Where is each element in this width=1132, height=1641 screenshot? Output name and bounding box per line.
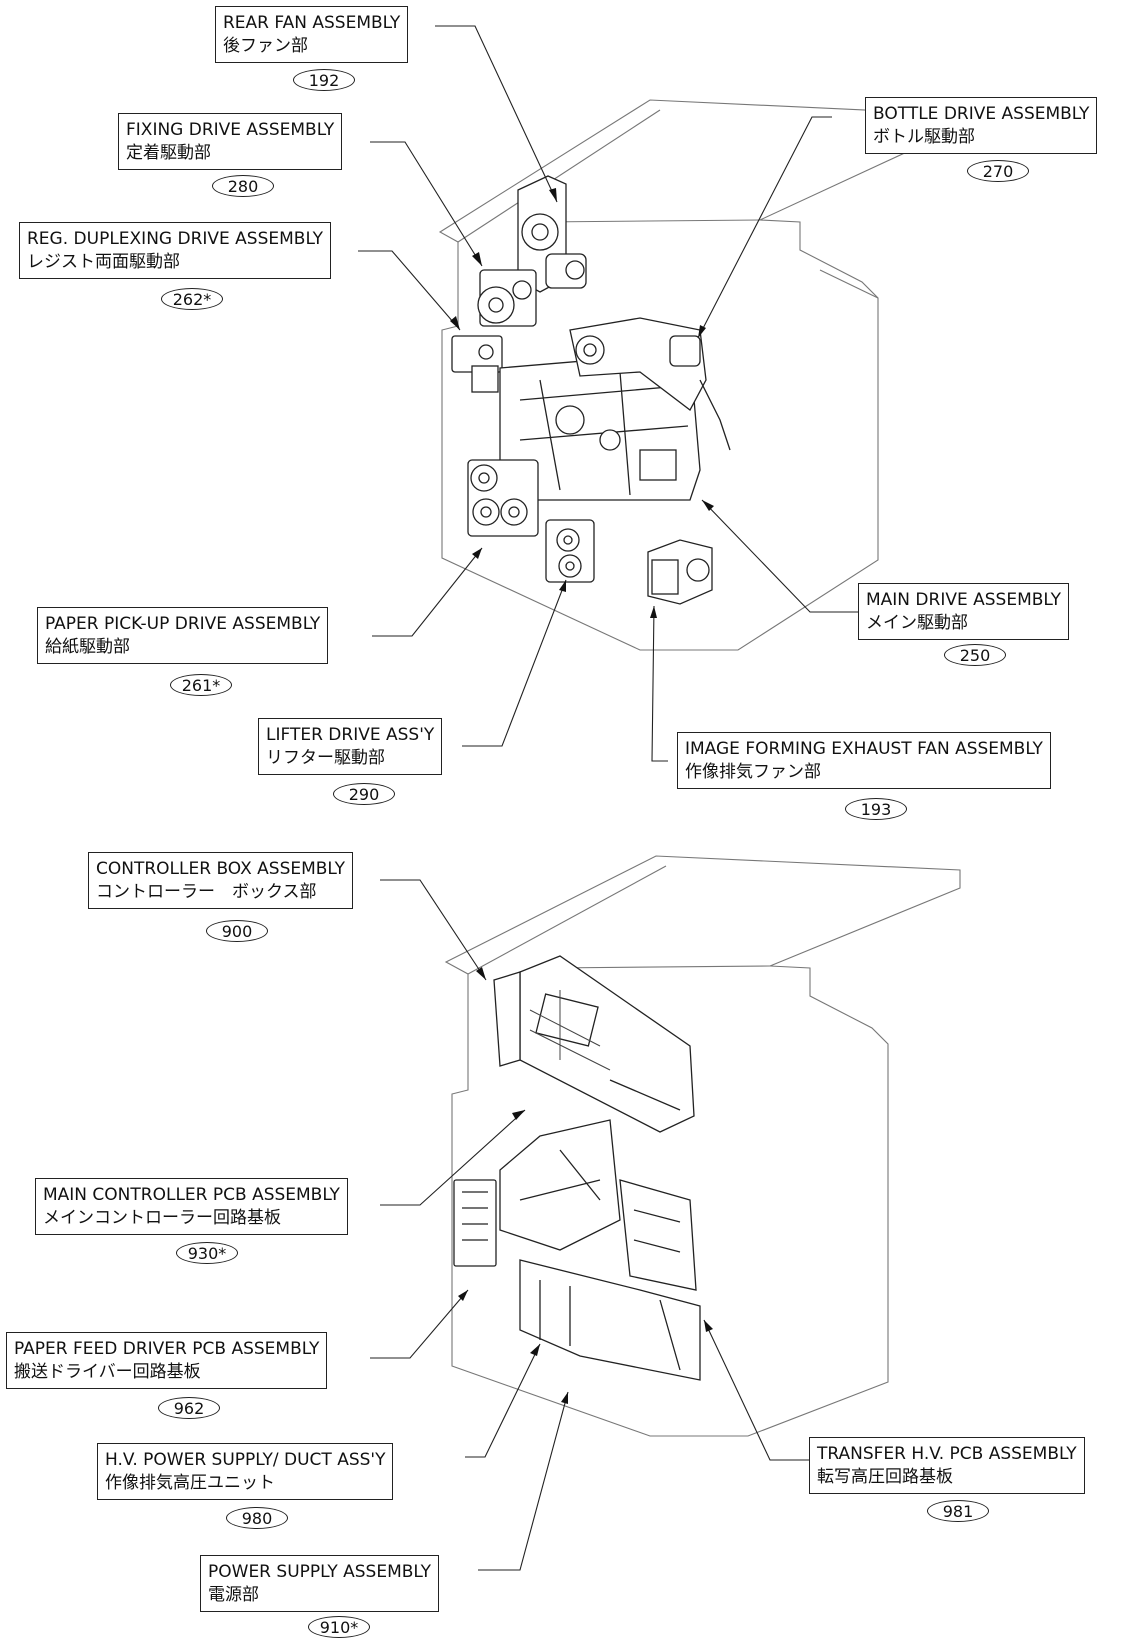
label-jp: コントローラー ボックス部 [96,882,317,902]
label-en: PAPER PICK-UP DRIVE ASSEMBLY [45,614,321,634]
label-controller-box-assembly: CONTROLLER BOX ASSEMBLY コントローラー ボックス部 [88,852,354,909]
ref-number-paper-pickup-drive: 261* [170,674,232,696]
label-paper-feed-driver-pcb-assembly: PAPER FEED DRIVER PCB ASSEMBLY 搬送ドライバー回路… [6,1332,328,1389]
label-en: H.V. POWER SUPPLY/ DUCT ASS'Y [105,1450,386,1470]
label-en: MAIN DRIVE ASSEMBLY [866,590,1062,610]
label-reg-duplexing-drive-assembly: REG. DUPLEXING DRIVE ASSEMBLY レジスト両面駆動部 [19,222,332,279]
ref-number-lifter-drive: 290 [333,783,395,805]
leader-lines [358,25,870,1571]
controller-box-part [493,955,695,1133]
label-en: FIXING DRIVE ASSEMBLY [126,120,335,140]
label-jp: 定着駆動部 [126,143,211,163]
label-power-supply-assembly: POWER SUPPLY ASSEMBLY 電源部 [200,1555,440,1612]
exhaust-fan-part [647,539,713,605]
paper-feed-driver-pcb-part [453,1179,497,1267]
ref-number-image-forming-exhaust-fan: 193 [845,798,907,820]
machine-outline-lower [444,855,961,1437]
label-transfer-hv-pcb-assembly: TRANSFER H.V. PCB ASSEMBLY 転写高圧回路基板 [809,1437,1085,1494]
label-jp: 作像排気高圧ユニット [105,1473,275,1493]
power-supply-part [519,1259,701,1381]
ref-number-paper-feed-driver-pcb: 962 [158,1397,220,1419]
label-en: BOTTLE DRIVE ASSEMBLY [873,104,1090,124]
label-paper-pickup-drive-assembly: PAPER PICK-UP DRIVE ASSEMBLY 給紙駆動部 [37,607,329,664]
reg-duplexing-drive-part [451,335,503,393]
leader-arrowheads [450,188,714,1404]
label-jp: 電源部 [208,1585,259,1605]
label-jp: ボトル駆動部 [873,127,975,147]
fixing-drive-part [477,269,537,327]
label-en: PAPER FEED DRIVER PCB ASSEMBLY [14,1339,320,1359]
label-en: POWER SUPPLY ASSEMBLY [208,1562,432,1582]
label-hv-power-supply-duct-assy: H.V. POWER SUPPLY/ DUCT ASS'Y 作像排気高圧ユニット [97,1443,394,1500]
bottle-drive-part [569,317,731,451]
lifter-drive-part [545,519,595,583]
ref-number-main-controller-pcb: 930* [176,1242,238,1264]
ref-number-controller-box: 900 [206,920,268,942]
label-jp: リフター駆動部 [266,748,385,768]
ref-number-rear-fan: 192 [293,69,355,91]
ref-number-hv-power-supply-duct: 980 [226,1507,288,1529]
label-en: IMAGE FORMING EXHAUST FAN ASSEMBLY [685,739,1043,759]
rear-fan-part [517,175,587,293]
label-en: TRANSFER H.V. PCB ASSEMBLY [817,1444,1077,1464]
paper-pickup-drive-part [467,459,539,537]
label-en: LIFTER DRIVE ASS'Y [266,725,435,745]
label-en: CONTROLLER BOX ASSEMBLY [96,859,346,879]
label-jp: 作像排気ファン部 [685,762,821,782]
ref-number-power-supply: 910* [308,1616,370,1638]
transfer-hv-pcb-part [619,1179,697,1291]
label-jp: 後ファン部 [223,36,308,56]
label-jp: 搬送ドライバー回路基板 [14,1362,201,1382]
label-en: MAIN CONTROLLER PCB ASSEMBLY [43,1185,340,1205]
label-rear-fan-assembly: REAR FAN ASSEMBLY 後ファン部 [215,6,409,63]
label-lifter-drive-assy: LIFTER DRIVE ASS'Y リフター駆動部 [258,718,443,775]
label-jp: 給紙駆動部 [45,637,130,657]
ref-number-reg-duplexing-drive: 262* [161,288,223,310]
label-jp: 転写高圧回路基板 [817,1467,953,1487]
ref-number-transfer-hv-pcb: 981 [927,1500,989,1522]
hv-power-supply-duct-part [499,1119,621,1251]
label-jp: メインコントローラー回路基板 [43,1208,281,1228]
ref-number-main-drive: 250 [944,644,1006,666]
label-en: REAR FAN ASSEMBLY [223,13,401,33]
label-main-drive-assembly: MAIN DRIVE ASSEMBLY メイン駆動部 [858,583,1070,640]
label-jp: レジスト両面駆動部 [27,252,180,272]
ref-number-fixing-drive: 280 [212,175,274,197]
main-controller-pcb-part [529,990,611,1071]
label-en: REG. DUPLEXING DRIVE ASSEMBLY [27,229,324,249]
label-jp: メイン駆動部 [866,613,968,633]
label-image-forming-exhaust-fan-assembly: IMAGE FORMING EXHAUST FAN ASSEMBLY 作像排気フ… [677,732,1051,789]
ref-number-bottle-drive: 270 [967,160,1029,182]
label-fixing-drive-assembly: FIXING DRIVE ASSEMBLY 定着駆動部 [118,113,343,170]
label-main-controller-pcb-assembly: MAIN CONTROLLER PCB ASSEMBLY メインコントローラー回… [35,1178,348,1235]
label-bottle-drive-assembly: BOTTLE DRIVE ASSEMBLY ボトル駆動部 [865,97,1098,154]
main-drive-frame-part [499,351,701,501]
